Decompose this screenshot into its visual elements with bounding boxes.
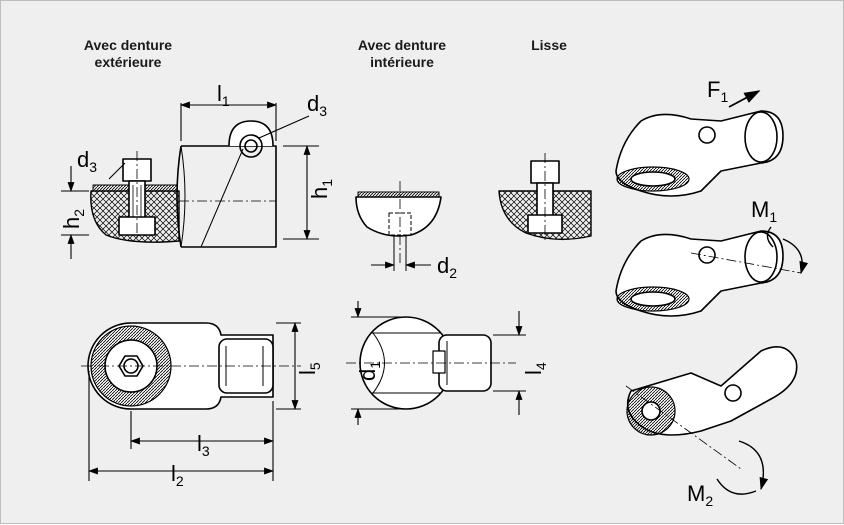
exterior-side-view xyxy=(90,120,277,248)
header-exterior-line1: Avec denture xyxy=(83,37,173,53)
header-interior-line1: Avec denture xyxy=(357,37,447,53)
label-l3: l3 xyxy=(197,431,210,459)
label-d1: d1 xyxy=(355,361,383,381)
label-l1: l1 xyxy=(217,81,230,109)
header-interior-teeth: Avec denture intérieure xyxy=(327,37,477,71)
load-view-m2 xyxy=(625,345,798,470)
interior-side-view xyxy=(355,181,442,271)
smooth-side-view xyxy=(498,153,592,241)
label-h2: h2 xyxy=(59,209,87,229)
interior-top-view xyxy=(346,316,516,410)
label-l5: l5 xyxy=(295,362,323,375)
load-view-f1 xyxy=(615,110,784,197)
header-smooth: Lisse xyxy=(531,37,567,53)
label-m1: M1 xyxy=(751,197,777,225)
label-d3-left: d3 xyxy=(77,147,97,175)
label-d2: d2 xyxy=(437,253,457,281)
header-interior-line2: intérieure xyxy=(370,54,434,70)
label-l4: l4 xyxy=(521,362,549,375)
load-view-m1 xyxy=(615,230,802,317)
header-exterior-line2: extérieure xyxy=(94,54,162,70)
label-l2: l2 xyxy=(171,461,184,489)
label-h1: h1 xyxy=(307,179,335,199)
exterior-top-view xyxy=(81,322,301,410)
label-f1: F1 xyxy=(707,77,728,105)
label-m2: M2 xyxy=(687,481,713,509)
header-exterior-teeth: Avec denture extérieure xyxy=(53,37,203,71)
label-d3-right: d3 xyxy=(307,91,327,119)
